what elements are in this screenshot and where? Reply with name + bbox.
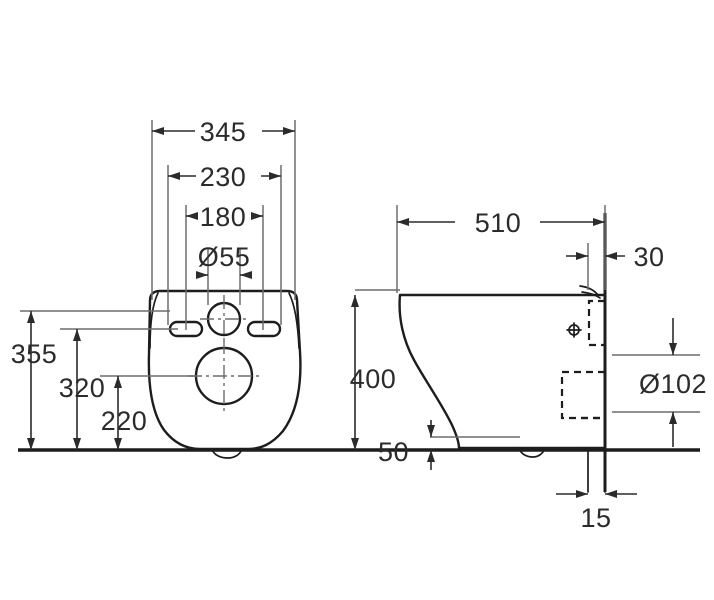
side-top-lip: [579, 285, 599, 296]
arrow-right: [251, 212, 263, 220]
front-body-outline: [147, 289, 302, 451]
arrow-down: [427, 425, 435, 437]
dimension-height-mid: 320: [59, 329, 106, 450]
arrow-up: [114, 376, 122, 388]
front-height-extension-lines: [20, 310, 196, 377]
side-body-outline: [398, 293, 607, 450]
dimension-label-30: 30: [633, 242, 664, 272]
arrow-up: [427, 450, 435, 462]
arrow-right: [269, 172, 281, 180]
hidden-outlet-upper: [587, 299, 605, 347]
arrow-down: [73, 438, 81, 450]
front-rim-left: [149, 292, 159, 349]
dimension-label-d55: Ø55: [198, 242, 251, 272]
dimension-height-lower: 220: [101, 376, 148, 450]
dimension-front-width-inner: 180: [186, 202, 263, 232]
arrow-left: [605, 252, 617, 260]
dimension-label-400: 400: [350, 364, 397, 394]
dimension-front-width-mid: 230: [168, 162, 281, 192]
dimension-label-230: 230: [200, 162, 247, 192]
arrow-left: [152, 127, 164, 135]
dimension-side-height: 400: [350, 289, 400, 450]
arrow-right: [283, 127, 295, 135]
dimension-label-180: 180: [200, 202, 247, 232]
hidden-outlet-lower: [560, 370, 605, 420]
arrow-left: [240, 271, 252, 279]
side-bottom-nub: [518, 447, 546, 458]
dimension-side-wall-offset: 30: [566, 242, 664, 272]
arrow-up: [351, 295, 359, 307]
dimension-label-320: 320: [59, 373, 106, 403]
dimension-side-thickness: 15: [556, 490, 637, 533]
arrow-right: [196, 271, 208, 279]
arrow-right: [576, 252, 588, 260]
dimension-flush-inlet-diameter: Ø55: [196, 242, 252, 279]
side-top-lip-inner: [581, 291, 601, 299]
arrow-right: [576, 490, 588, 498]
arrow-up: [73, 329, 81, 341]
arrow-down: [27, 438, 35, 450]
front-rim-right: [288, 292, 300, 349]
front-view: [147, 289, 302, 459]
dimension-label-d102: Ø102: [639, 369, 707, 399]
dimension-label-355: 355: [11, 339, 58, 369]
dimension-outlet-diameter: Ø102: [639, 318, 707, 447]
dimension-front-width-overall: 345: [152, 117, 295, 147]
arrow-up: [669, 412, 677, 424]
arrow-right: [593, 218, 605, 226]
dimension-label-50: 50: [378, 437, 409, 467]
arrow-left: [397, 218, 409, 226]
front-width-extension-lines: [151, 120, 296, 330]
arrow-down: [114, 438, 122, 450]
dimension-label-220: 220: [101, 406, 148, 436]
side-extension-lines: [396, 205, 700, 438]
arrow-up: [27, 311, 35, 323]
arrow-down: [669, 343, 677, 355]
dimension-label-15: 15: [580, 503, 611, 533]
front-bottom-nub: [211, 448, 243, 459]
arrow-left: [168, 172, 180, 180]
dimension-height-overall: 355: [11, 311, 58, 450]
arrow-down: [351, 438, 359, 450]
dimension-label-510: 510: [475, 208, 522, 238]
arrow-left: [605, 490, 617, 498]
dimension-side-floor-gap: 50: [378, 420, 435, 470]
dimension-side-depth: 510: [397, 208, 605, 238]
arrow-left: [186, 212, 198, 220]
dimension-label-345: 345: [200, 117, 247, 147]
bolt-slot-right: [246, 320, 282, 338]
